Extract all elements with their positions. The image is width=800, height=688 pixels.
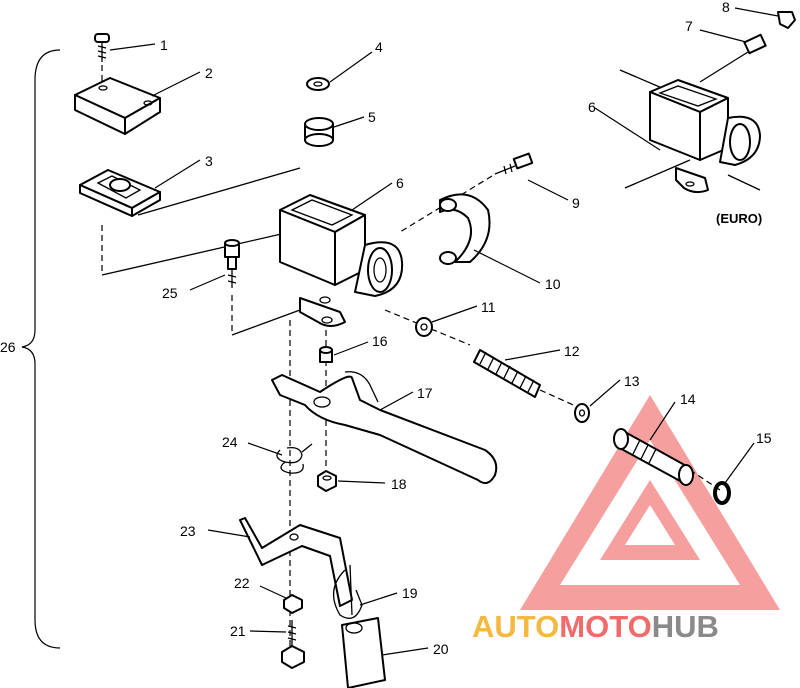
wire-part-19 [333,564,363,619]
callout-17: 17 [417,385,433,401]
washer-part-11 [415,317,433,337]
euro-variant-body-part-6 [619,51,761,194]
brake-switch-part-20 [341,617,386,688]
torsion-spring-part-24 [276,443,313,474]
callout-2: 2 [205,65,213,81]
callout-18: 18 [391,476,407,492]
brake-lever-part-17 [271,371,498,485]
bolt-part-25 [224,239,240,288]
callout-5: 5 [368,109,376,125]
assembly-bracket [21,49,61,649]
callout-16: 16 [372,333,388,349]
watermark-auto: AUTO [472,609,559,644]
callout-7: 7 [685,18,693,34]
washer-part-13 [574,403,590,423]
leader-lines [109,7,779,656]
nut-part-18 [317,470,337,492]
callout-9: 9 [572,195,580,211]
callout-4: 4 [375,39,383,55]
reservoir-cover-part-2 [74,77,161,135]
callout-12: 12 [564,343,580,359]
euro-label: (EURO) [716,211,762,226]
callout-10: 10 [545,276,561,292]
watermark-logo [520,395,780,610]
callout-19: 19 [402,585,418,601]
watermark-hub: HUB [652,609,719,644]
bushing-part-5 [304,117,334,147]
diaphragm-part-3 [79,169,161,217]
callout-25: 25 [162,285,178,301]
watermark-moto: MOTO [559,609,651,644]
washer-part-4 [306,77,330,91]
screw-part-1 [94,33,110,62]
callout-6: 6 [396,175,404,191]
callout-26: 26 [0,339,16,355]
callout-15: 15 [756,430,772,446]
callout-11: 11 [481,299,496,315]
screw-part-21 [281,620,305,669]
callout-22: 22 [234,575,250,591]
spring-part-12 [473,349,541,398]
callout-20: 20 [433,641,449,657]
oring-part-15 [713,481,731,505]
master-cylinder-body-part-6 [279,194,404,327]
callout-8: 8 [722,0,730,15]
callout-6-euro: 6 [588,99,596,115]
bolt-part-9 [494,152,534,175]
watermark-text: AUTOMOTOHUB [472,609,719,644]
nut-part-22 [283,594,303,614]
callout-21: 21 [230,623,246,639]
euro-fitting-part-7 [743,33,767,55]
euro-cap-part-8 [777,11,796,29]
piston-part-14 [613,428,694,486]
callout-3: 3 [205,153,213,169]
callout-14: 14 [680,391,696,407]
callout-24: 24 [222,434,238,450]
callout-23: 23 [180,523,196,539]
clamp-part-10 [439,193,491,265]
switch-bracket-part-23 [239,517,353,607]
callout-1: 1 [160,37,168,53]
bushing-part-16 [319,346,333,363]
callout-13: 13 [624,373,640,389]
